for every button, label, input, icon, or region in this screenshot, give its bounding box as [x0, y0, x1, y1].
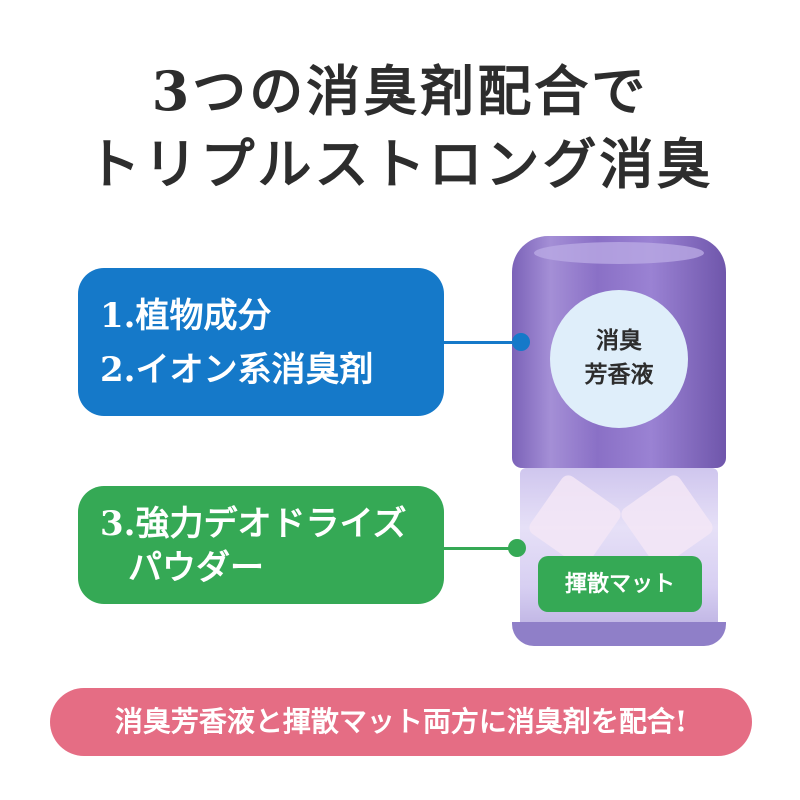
ingredient-powder-line-2: パウダー	[128, 548, 264, 588]
connector-line-blue	[444, 341, 520, 344]
connector-line-green	[444, 547, 516, 550]
liquid-label-line-2: 芳香液	[584, 361, 654, 388]
bottom-banner: 消臭芳香液と揮散マット両方に消臭剤を配合!	[50, 688, 752, 756]
ingredient-box-blue: 1.植物成分 2.イオン系消臭剤	[78, 268, 444, 416]
headline-line-2: トリプルストロング消臭	[86, 132, 714, 196]
ingredient-box-green: 3.強力デオドライズ パウダー	[78, 486, 444, 604]
bottle-rim	[512, 622, 726, 646]
ingredient-ion: 2.イオン系消臭剤	[100, 350, 374, 390]
mat-label: 揮散マット	[538, 556, 702, 612]
connector-dot-blue	[512, 333, 530, 351]
connector-dot-green	[508, 539, 526, 557]
ingredient-plant: 1.植物成分	[100, 296, 272, 336]
headline-line-1: 3つの消臭剤配合で	[151, 59, 649, 123]
cap-top	[534, 242, 704, 264]
liquid-label: 消臭 芳香液	[550, 290, 688, 428]
ingredient-powder-line-1: 3.強力デオドライズ	[100, 504, 407, 544]
liquid-label-line-1: 消臭	[596, 327, 642, 354]
